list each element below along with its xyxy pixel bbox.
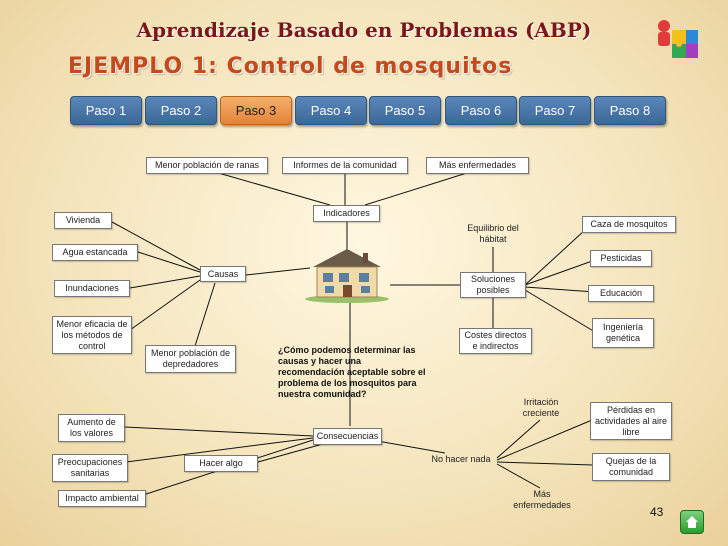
node-quejas-comunidad: Quejas de la comunidad — [592, 453, 670, 481]
tab-paso-2[interactable]: Paso 2 — [145, 96, 217, 125]
node-hacer-algo: Hacer algo — [184, 455, 258, 472]
node-preocupaciones-sanitarias: Preocupaciones sanitarias — [52, 454, 128, 482]
node-irritacion-creciente: Irritación creciente — [522, 397, 560, 418]
page-number: 43 — [650, 505, 664, 519]
node-ingenieria-genetica: Ingeniería genética — [592, 318, 654, 348]
tab-paso-3[interactable]: Paso 3 — [220, 96, 292, 125]
node-impacto-ambiental: Impacto ambiental — [58, 490, 146, 507]
tab-paso-7[interactable]: Paso 7 — [519, 96, 591, 125]
node-menor-poblacion-depredadores: Menor población de depredadores — [145, 345, 236, 373]
node-mas-enfermedades-indicador: Más enfermedades — [426, 157, 529, 174]
tab-paso-1[interactable]: Paso 1 — [70, 96, 142, 125]
tab-paso-6[interactable]: Paso 6 — [445, 96, 517, 125]
node-educacion: Educación — [588, 285, 654, 302]
node-agua-estancada: Agua estancada — [52, 244, 138, 261]
central-question: ¿Cómo podemos determinar las causas y ha… — [278, 345, 426, 399]
node-causas: Causas — [200, 266, 246, 282]
node-consecuencias: Consecuencias — [313, 428, 382, 445]
tab-paso-8[interactable]: Paso 8 — [594, 96, 666, 125]
node-aumento-valores: Aumento de los valores — [58, 414, 125, 442]
node-menor-poblacion-ranas: Menor población de ranas — [146, 157, 268, 174]
page-title: Aprendizaje Basado en Problemas (ABP) — [136, 18, 592, 42]
tab-paso-5[interactable]: Paso 5 — [369, 96, 441, 125]
house-icon — [305, 249, 389, 303]
node-perdidas-actividades: Pérdidas en actividades al aire libre — [590, 402, 672, 440]
node-informes-comunidad: Informes de la comunidad — [282, 157, 408, 174]
home-button[interactable] — [680, 510, 704, 534]
node-indicadores: Indicadores — [313, 205, 380, 222]
tab-paso-4[interactable]: Paso 4 — [295, 96, 367, 125]
node-menor-eficacia: Menor eficacia de los métodos de control — [52, 316, 132, 354]
node-vivienda: Vivienda — [54, 212, 112, 229]
node-soluciones-posibles: Soluciones posibles — [460, 272, 526, 298]
puzzle-icon — [658, 20, 698, 58]
node-equilibrio-habitat: Equilibrio del hábitat — [467, 223, 519, 244]
node-mas-enfermedades-consecuencia: Más enfermedades — [513, 489, 571, 510]
slide-subtitle: EJEMPLO 1: Control de mosquitos — [68, 54, 513, 79]
node-costes-directos: Costes directos e indirectos — [459, 328, 532, 354]
home-icon — [686, 516, 698, 528]
node-caza-mosquitos: Caza de mosquitos — [582, 216, 676, 233]
node-pesticidas: Pesticidas — [590, 250, 652, 267]
node-no-hacer-nada: No hacer nada — [431, 454, 491, 464]
node-inundaciones: Inundaciones — [54, 280, 130, 297]
